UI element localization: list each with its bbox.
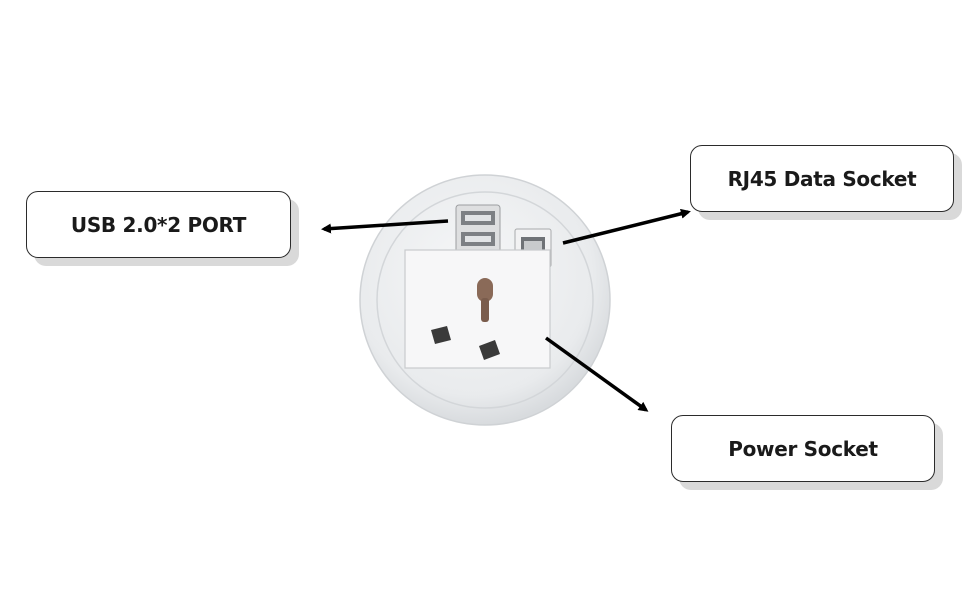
arrow-rj45 <box>562 208 691 245</box>
rj45-data-socket-label: RJ45 Data Socket <box>690 145 954 212</box>
arrow-power <box>544 336 649 412</box>
usb-port-icon <box>455 204 501 254</box>
power-socket-icon <box>404 249 551 369</box>
power-socket-label: Power Socket <box>671 415 935 482</box>
usb-port-label: USB 2.0*2 PORT <box>26 191 291 258</box>
arrow-usb <box>321 219 449 234</box>
